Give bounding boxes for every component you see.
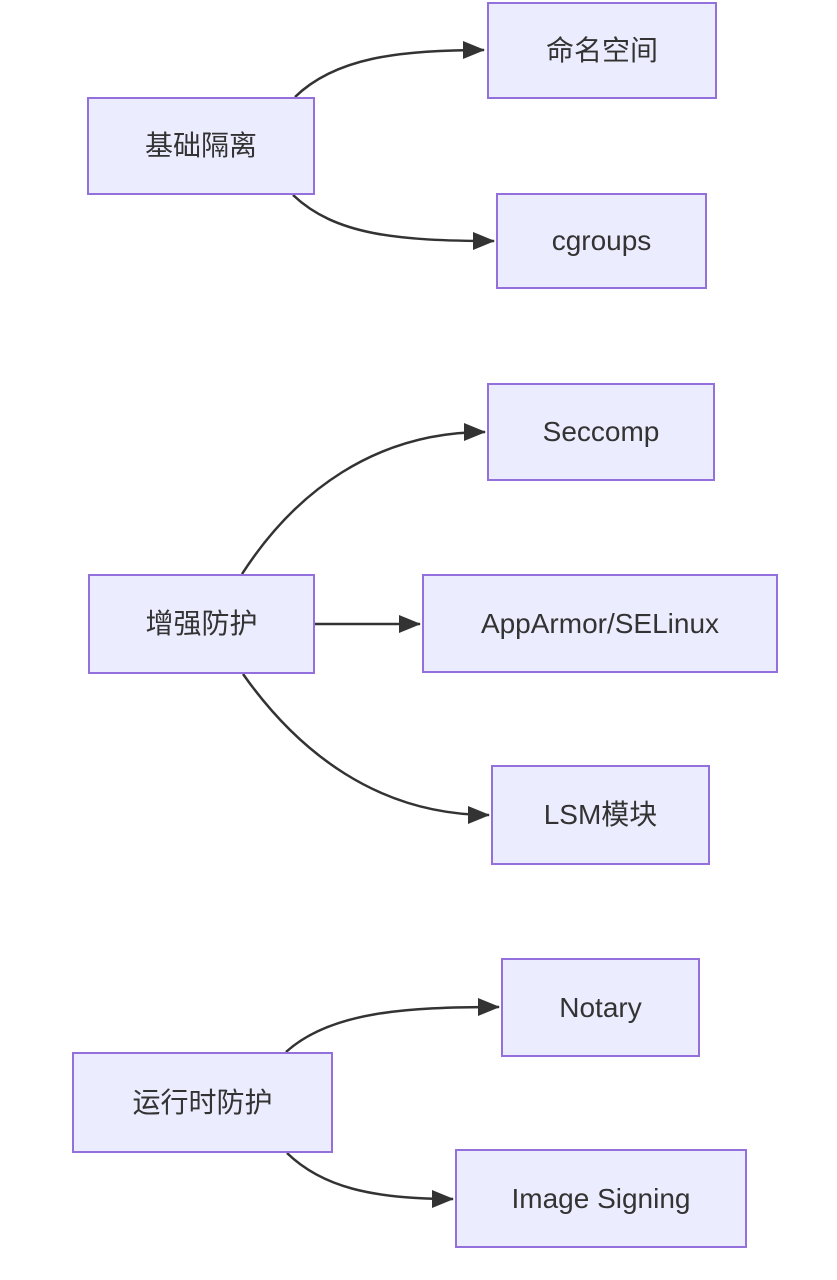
node-base-isolation: 基础隔离	[87, 97, 315, 195]
node-cgroups-label: cgroups	[551, 225, 652, 257]
node-image-signing-label: Image Signing	[511, 1182, 691, 1214]
node-lsm-module: LSM模块	[491, 765, 710, 865]
node-image-signing: Image Signing	[455, 1149, 747, 1248]
node-enhanced-protection: 增强防护	[88, 574, 315, 674]
node-namespaces-label: 命名空间	[545, 34, 658, 66]
node-base-isolation-label: 基础隔离	[144, 130, 257, 162]
edge-enhanced-protection-to-lsm-module	[241, 673, 490, 824]
node-apparmor-selinux: AppArmor/SELinux	[422, 574, 778, 673]
node-apparmor-selinux-label: AppArmor/SELinux	[480, 607, 720, 639]
edge-runtime-protection-to-image-signing	[286, 1152, 454, 1208]
node-cgroups: cgroups	[496, 193, 707, 289]
node-seccomp: Seccomp	[487, 383, 715, 481]
node-seccomp-label: Seccomp	[542, 416, 660, 448]
edge-base-isolation-to-cgroups	[292, 194, 495, 250]
node-enhanced-protection-label: 增强防护	[145, 608, 258, 640]
node-namespaces: 命名空间	[487, 2, 717, 99]
edge-base-isolation-to-namespaces	[294, 41, 485, 98]
node-lsm-module-label: LSM模块	[543, 799, 658, 831]
edge-enhanced-protection-to-seccomp	[240, 423, 486, 575]
node-notary-label: Notary	[559, 991, 642, 1023]
node-notary: Notary	[501, 958, 700, 1057]
edge-runtime-protection-to-notary	[285, 998, 500, 1053]
node-runtime-protection: 运行时防护	[72, 1052, 333, 1153]
node-runtime-protection-label: 运行时防护	[132, 1086, 273, 1118]
